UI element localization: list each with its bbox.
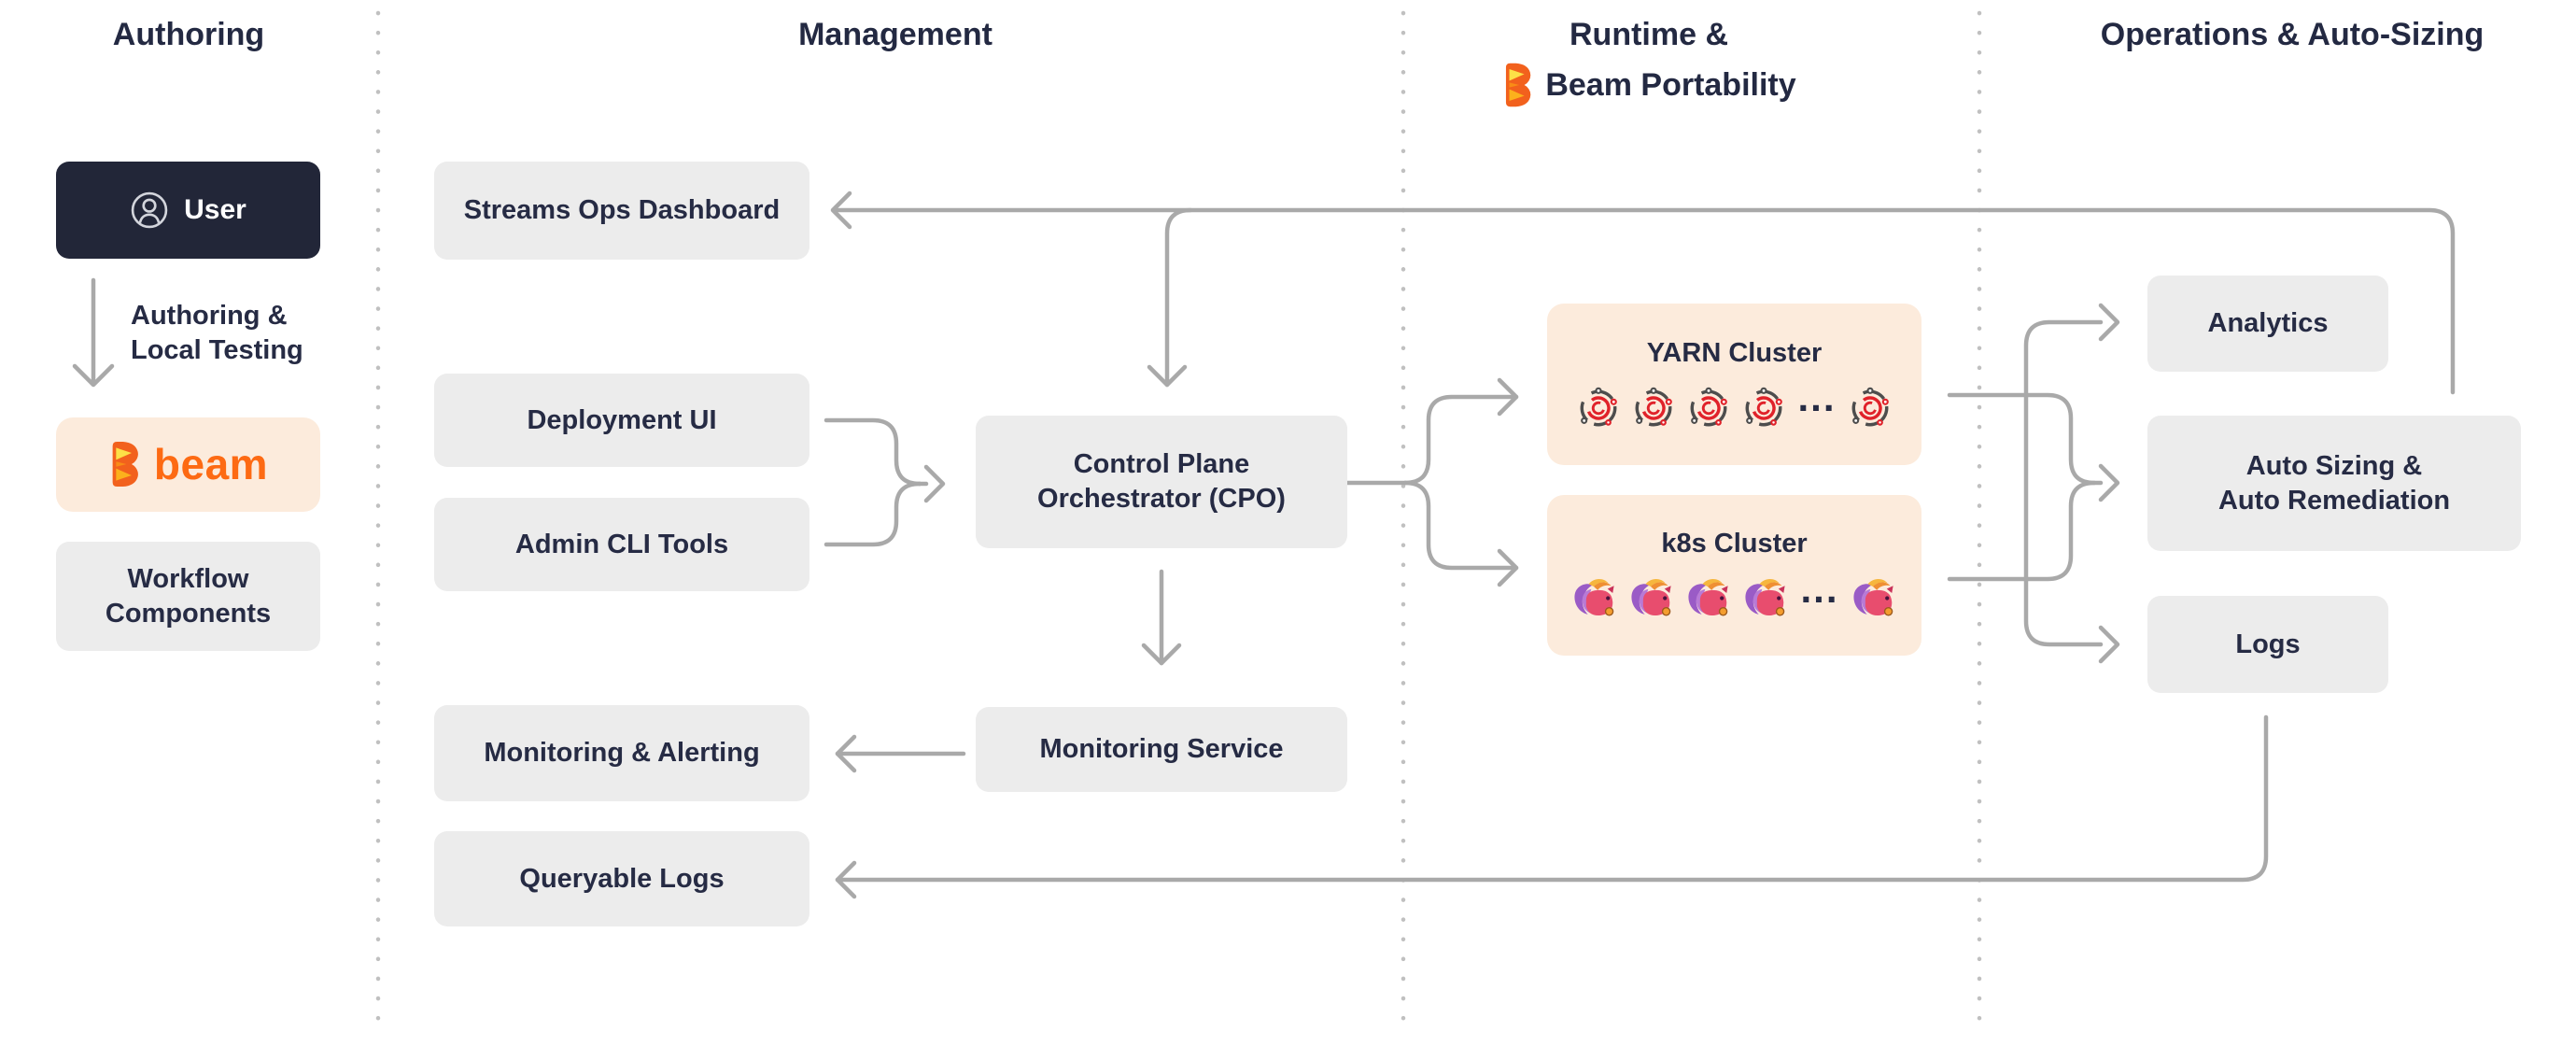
arrow-cpo-to-clusters [1344, 377, 1519, 587]
node-yarn-cluster: YARN Cluster ... [1547, 304, 1921, 465]
arrow-topline-to-cpo [1147, 207, 1193, 388]
arrow-monservice-to-alerting [835, 734, 966, 773]
node-deployment-ui: Deployment UI [434, 374, 809, 467]
arrow-clusters-to-autosizing [1947, 392, 2120, 582]
hadoop-yarn-icon [1632, 387, 1675, 430]
arrow-rail-to-analytics-and-logs [2023, 303, 2120, 664]
node-queryable-logs: Queryable Logs [434, 831, 809, 926]
flink-ellipsis: ... [1800, 566, 1839, 611]
hadoop-yarn-icon [1849, 387, 1892, 430]
header-runtime-line2: Beam Portability [1545, 66, 1796, 103]
arrow-logs-to-queryable-logs [835, 714, 2269, 899]
apache-flink-squirrel-icon [1743, 578, 1788, 619]
beam-logo-icon [1501, 62, 1535, 108]
hadoop-yarn-icon [1742, 387, 1785, 430]
yarn-cluster-label: YARN Cluster [1646, 337, 1823, 368]
header-operations: Operations & Auto-Sizing [2100, 17, 2485, 52]
header-runtime: Runtime & Beam Portability [1501, 17, 1796, 108]
yarn-worker-icons: ... [1577, 375, 1892, 432]
arrow-user-to-beam [72, 277, 115, 388]
apache-flink-squirrel-icon [1686, 578, 1731, 619]
node-monitoring-alerting: Monitoring & Alerting [434, 705, 809, 801]
node-control-plane-orchestrator: Control Plane Orchestrator (CPO) [976, 416, 1347, 548]
node-user: User [56, 162, 320, 259]
user-label: User [184, 194, 246, 226]
hadoop-yarn-icon [1687, 387, 1730, 430]
arrow-cpo-to-monitoring-service [1141, 569, 1182, 666]
authoring-flow-label: Authoring & Local Testing [131, 301, 303, 366]
node-logs: Logs [2147, 596, 2388, 693]
node-streams-ops-dashboard: Streams Ops Dashboard [434, 162, 809, 260]
node-admin-cli-tools: Admin CLI Tools [434, 498, 809, 591]
apache-beam-logo-icon [108, 440, 143, 488]
apache-flink-squirrel-icon [1629, 578, 1674, 619]
header-management: Management [798, 17, 992, 52]
node-analytics: Analytics [2147, 276, 2388, 372]
node-auto-sizing: Auto Sizing & Auto Remediation [2147, 416, 2521, 551]
yarn-ellipsis: ... [1797, 375, 1837, 420]
node-beam: beam [56, 417, 320, 512]
header-authoring: Authoring [112, 17, 265, 52]
beam-wordmark: beam [153, 439, 269, 488]
node-k8s-cluster: k8s Cluster ... [1547, 495, 1921, 656]
hadoop-yarn-icon [1577, 387, 1620, 430]
arrow-autosizing-to-dashboard [830, 191, 2456, 395]
apache-flink-squirrel-icon [1572, 578, 1617, 619]
arrow-deploy-admin-to-cpo [823, 417, 946, 547]
apache-flink-squirrel-icon [1851, 578, 1896, 619]
node-monitoring-service: Monitoring Service [976, 707, 1347, 792]
node-workflow-components: Workflow Components [56, 542, 320, 651]
k8s-cluster-label: k8s Cluster [1661, 529, 1808, 559]
header-runtime-line1: Runtime & [1570, 17, 1728, 52]
flink-worker-icons: ... [1572, 567, 1896, 624]
user-circle-icon [130, 191, 169, 230]
